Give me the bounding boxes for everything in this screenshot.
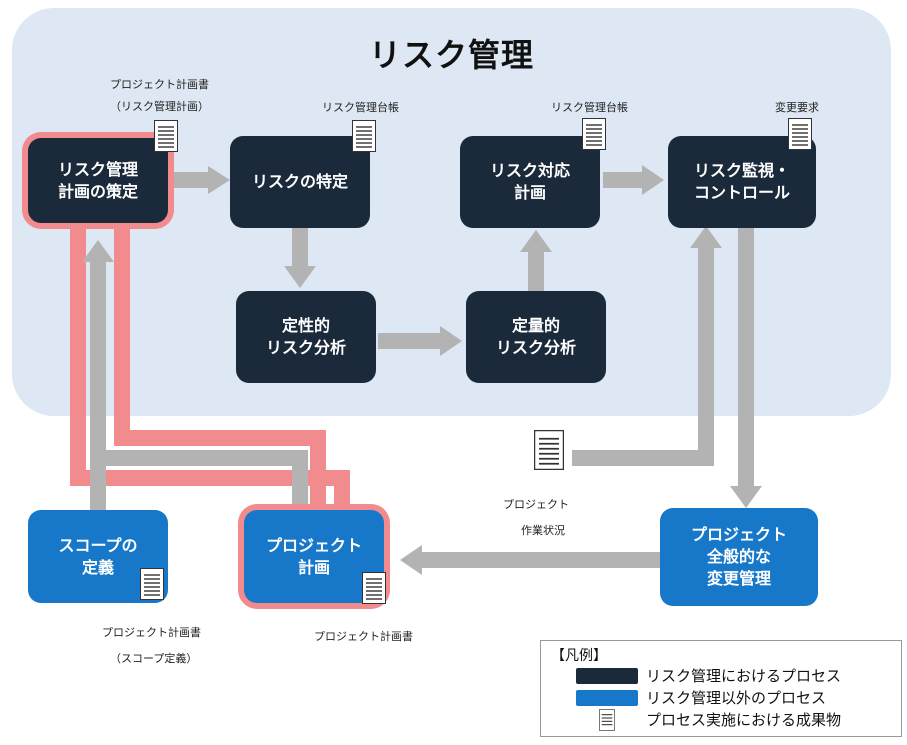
document-label-risk-register-2: リスク管理台帳 bbox=[551, 101, 628, 114]
process-monitor-control-risks: リスク監視・ コントロール bbox=[668, 136, 816, 228]
process-qualitative-analysis: 定性的 リスク分析 bbox=[236, 291, 376, 383]
legend-item-other-process: リスク管理以外のプロセス bbox=[541, 687, 901, 709]
document-label-pm-plan: プロジェクト計画書 bbox=[314, 630, 413, 643]
process-line: プロジェクト bbox=[690, 525, 787, 544]
document-icon bbox=[582, 118, 606, 150]
highlight-path-inner bbox=[114, 200, 326, 510]
legend-item-risk-process: リスク管理におけるプロセス bbox=[541, 665, 901, 687]
process-identify-risks: リスクの特定 bbox=[230, 136, 370, 228]
legend-label: プロセス実施における成果物 bbox=[646, 711, 842, 729]
legend-item-deliverable: プロセス実施における成果物 bbox=[541, 709, 901, 731]
arrowhead-quant bbox=[440, 326, 462, 356]
arrowhead-project-plan bbox=[400, 545, 422, 575]
legend: 【凡例】 リスク管理におけるプロセス リスク管理以外のプロセス プロセス実施にお… bbox=[540, 640, 902, 737]
arrowhead-plan bbox=[82, 240, 114, 262]
gray-arrows bbox=[90, 172, 754, 568]
process-plan-risk-management: リスク管理 計画の策定 bbox=[28, 138, 168, 223]
arrowhead-change bbox=[730, 486, 762, 508]
process-line: 定義 bbox=[81, 557, 114, 577]
process-line: スコープの bbox=[58, 535, 138, 555]
arrowhead-monitor-from-status bbox=[690, 226, 722, 248]
arrowhead-response bbox=[520, 230, 552, 252]
highlight-path-outer bbox=[70, 200, 350, 510]
document-icon bbox=[362, 572, 386, 604]
document-icon bbox=[788, 118, 812, 150]
document-icon bbox=[140, 568, 164, 600]
legend-swatch-dark bbox=[576, 668, 638, 684]
arrowhead-qual bbox=[284, 266, 316, 288]
process-project-planning: プロジェクト 計画 bbox=[244, 510, 384, 603]
process-quantitative-analysis: 定量的 リスク分析 bbox=[466, 291, 606, 383]
process-line: 定量的 bbox=[511, 316, 560, 335]
arrow-heads bbox=[82, 165, 762, 575]
document-label-work-status-sub: 作業状況 bbox=[521, 524, 565, 537]
arrow-status-to-monitor bbox=[572, 244, 714, 466]
document-label-pm-plan-risk: プロジェクト計画書 bbox=[110, 78, 209, 91]
process-line: 変更管理 bbox=[706, 569, 771, 588]
process-line: リスク分析 bbox=[265, 338, 346, 357]
arrow-project-plan-to-plan bbox=[98, 450, 308, 510]
process-integrated-change-control: プロジェクト 全般的な 変更管理 bbox=[660, 508, 818, 606]
process-line: 計画の策定 bbox=[57, 181, 138, 201]
legend-label: リスク管理以外のプロセス bbox=[646, 689, 827, 707]
process-line: プロジェクト bbox=[265, 535, 362, 555]
region-title: リスク管理 bbox=[368, 36, 534, 74]
process-line: 計画 bbox=[513, 183, 546, 202]
legend-swatch-blue bbox=[576, 690, 638, 706]
document-label-work-status: プロジェクト bbox=[503, 498, 569, 511]
process-line: リスク分析 bbox=[495, 338, 576, 357]
document-icon bbox=[599, 709, 615, 731]
process-line: リスク監視・ bbox=[693, 161, 790, 180]
arrowhead-identify bbox=[208, 166, 230, 194]
process-line: コントロール bbox=[693, 183, 790, 202]
document-icon bbox=[352, 120, 376, 152]
process-line: リスク管理 bbox=[57, 159, 138, 179]
highlight-paths bbox=[70, 200, 350, 510]
process-risk-response-planning: リスク対応 計画 bbox=[460, 136, 600, 228]
document-label-pm-plan-scope-sub: （スコープ定義） bbox=[110, 652, 198, 665]
document-label-change-request: 変更要求 bbox=[775, 101, 819, 114]
process-line: 計画 bbox=[297, 557, 330, 577]
document-label-risk-register-1: リスク管理台帳 bbox=[322, 101, 399, 114]
process-line: リスク対応 bbox=[489, 161, 570, 180]
document-label-pm-plan-risk-sub: （リスク管理計画） bbox=[110, 100, 209, 113]
legend-label: リスク管理におけるプロセス bbox=[646, 667, 842, 685]
document-icon bbox=[534, 430, 564, 470]
arrowhead-monitor-from-response bbox=[642, 165, 664, 195]
process-line: 定性的 bbox=[281, 316, 330, 335]
document-label-pm-plan-scope: プロジェクト計画書 bbox=[102, 626, 201, 639]
document-icon bbox=[154, 120, 178, 152]
process-line: 全般的な bbox=[706, 547, 771, 566]
legend-title: 【凡例】 bbox=[551, 648, 607, 664]
process-line: リスクの特定 bbox=[251, 172, 348, 191]
